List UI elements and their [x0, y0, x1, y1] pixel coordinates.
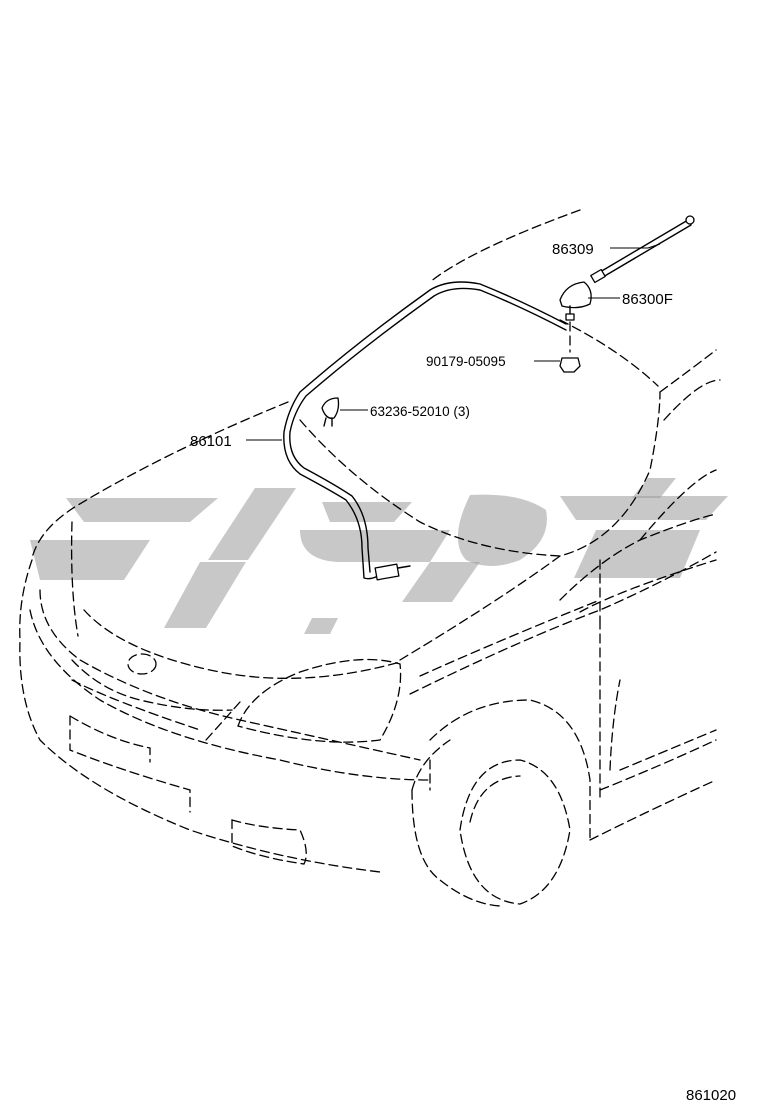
leader-lines	[246, 243, 661, 441]
callout-antenna-rod: 86309	[552, 241, 594, 258]
callout-cable: 86101	[190, 433, 232, 450]
callout-nut: 90179-05095	[426, 354, 506, 369]
nut	[559, 321, 581, 373]
antenna-base	[559, 281, 592, 321]
callout-antenna-base: 86300F	[622, 291, 673, 308]
figure-number: 861020	[686, 1087, 736, 1104]
antenna-rod	[590, 215, 695, 284]
watermark-logo	[30, 478, 728, 634]
callout-clip: 63236-52010 (3)	[370, 404, 470, 419]
car-body-outline	[19, 209, 721, 907]
clip	[321, 397, 340, 427]
antenna-cable	[283, 281, 567, 581]
